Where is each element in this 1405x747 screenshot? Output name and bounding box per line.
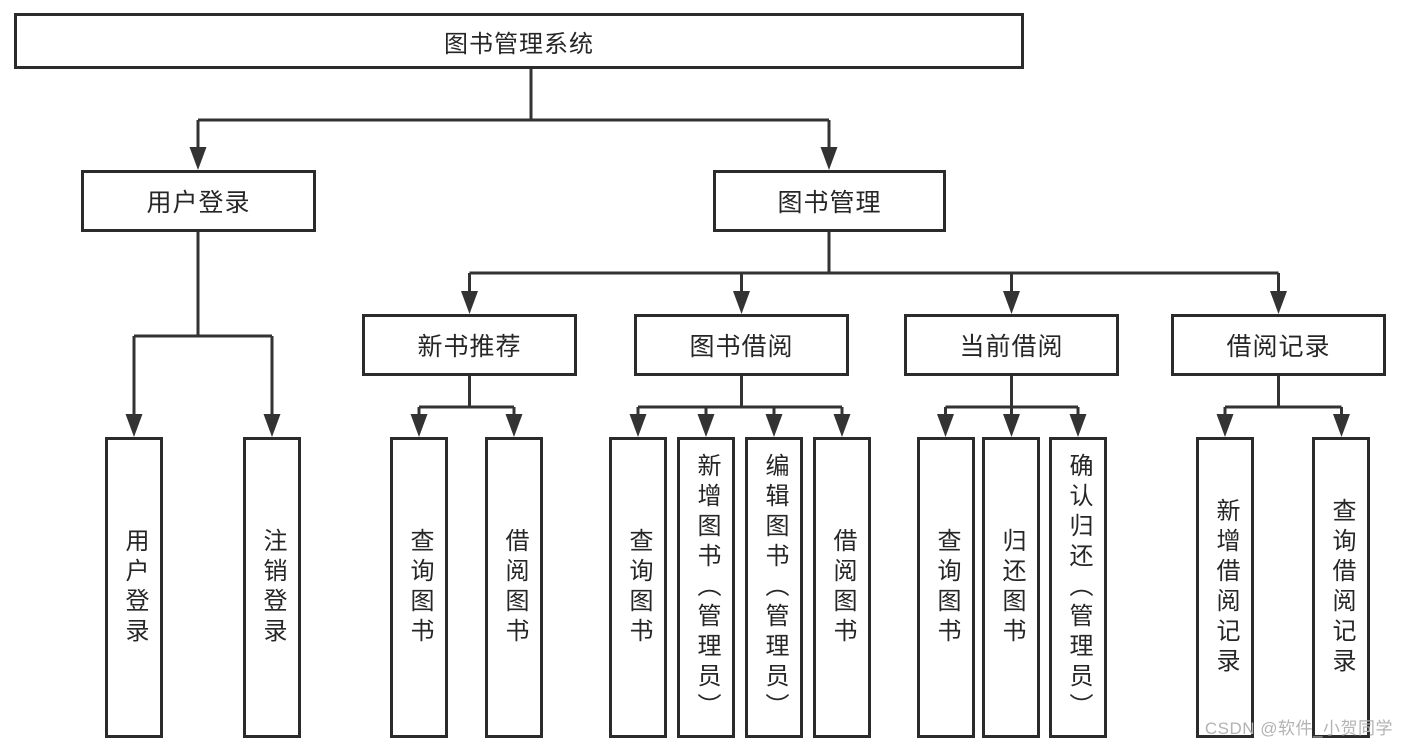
connector-userlogin-to-leaves bbox=[125, 232, 281, 437]
leaf-confirm-return-admin-label: 确认归还（管理员） bbox=[1065, 452, 1092, 723]
connector-root-to-level2 bbox=[189, 69, 838, 170]
leaf-user-login-label: 用户登录 bbox=[121, 527, 148, 648]
leaf-query-borrow-record: 查询借阅记录 bbox=[1312, 437, 1370, 738]
node-new-book-recommend: 新书推荐 bbox=[362, 314, 577, 376]
node-user-login-branch: 用户登录 bbox=[81, 170, 316, 232]
leaf-confirm-return-admin: 确认归还（管理员） bbox=[1049, 437, 1107, 738]
node-book-management-branch: 图书管理 bbox=[713, 170, 946, 232]
leaf-borrow-books-recommend-label: 借阅图书 bbox=[501, 527, 528, 648]
leaf-user-login: 用户登录 bbox=[105, 437, 163, 738]
leaf-borrow-books-label: 借阅图书 bbox=[829, 527, 856, 648]
leaf-return-books: 归还图书 bbox=[982, 437, 1040, 738]
leaf-query-books-borrowing: 查询图书 bbox=[609, 437, 667, 738]
leaf-query-books-current-label: 查询图书 bbox=[933, 527, 960, 648]
node-root-library-system: 图书管理系统 bbox=[14, 13, 1024, 69]
leaf-logout-label: 注销登录 bbox=[259, 527, 286, 648]
leaf-borrow-books: 借阅图书 bbox=[813, 437, 871, 738]
leaf-add-books-admin: 新增图书（管理员） bbox=[677, 437, 735, 738]
connector-borrowrecords-to-leaves bbox=[1216, 376, 1350, 437]
connector-currentborrow-to-leaves bbox=[937, 376, 1087, 437]
leaf-query-books-recommend-label: 查询图书 bbox=[406, 527, 433, 648]
connector-bookborrow-to-leaves bbox=[629, 376, 851, 437]
leaf-borrow-books-recommend: 借阅图书 bbox=[485, 437, 543, 738]
leaf-query-books-recommend: 查询图书 bbox=[390, 437, 448, 738]
leaf-edit-books-admin-label: 编辑图书（管理员） bbox=[761, 452, 788, 723]
leaf-return-books-label: 归还图书 bbox=[998, 527, 1025, 648]
connector-bookmgmt-to-level3 bbox=[461, 232, 1287, 314]
leaf-query-books-current: 查询图书 bbox=[917, 437, 975, 738]
leaf-query-borrow-record-label: 查询借阅记录 bbox=[1328, 497, 1355, 678]
connector-newbookrec-to-leaves bbox=[410, 376, 523, 437]
leaf-add-books-admin-label: 新增图书（管理员） bbox=[693, 452, 720, 723]
leaf-edit-books-admin: 编辑图书（管理员） bbox=[745, 437, 803, 738]
node-book-borrowing: 图书借阅 bbox=[634, 314, 849, 376]
node-current-borrowing: 当前借阅 bbox=[904, 314, 1119, 376]
leaf-add-borrow-record: 新增借阅记录 bbox=[1196, 437, 1254, 738]
leaf-logout: 注销登录 bbox=[243, 437, 301, 738]
leaf-add-borrow-record-label: 新增借阅记录 bbox=[1212, 497, 1239, 678]
leaf-query-books-borrowing-label: 查询图书 bbox=[625, 527, 652, 648]
csdn-watermark: CSDN @软件_小贺同学 bbox=[1204, 719, 1393, 738]
node-borrowing-records: 借阅记录 bbox=[1171, 314, 1386, 376]
